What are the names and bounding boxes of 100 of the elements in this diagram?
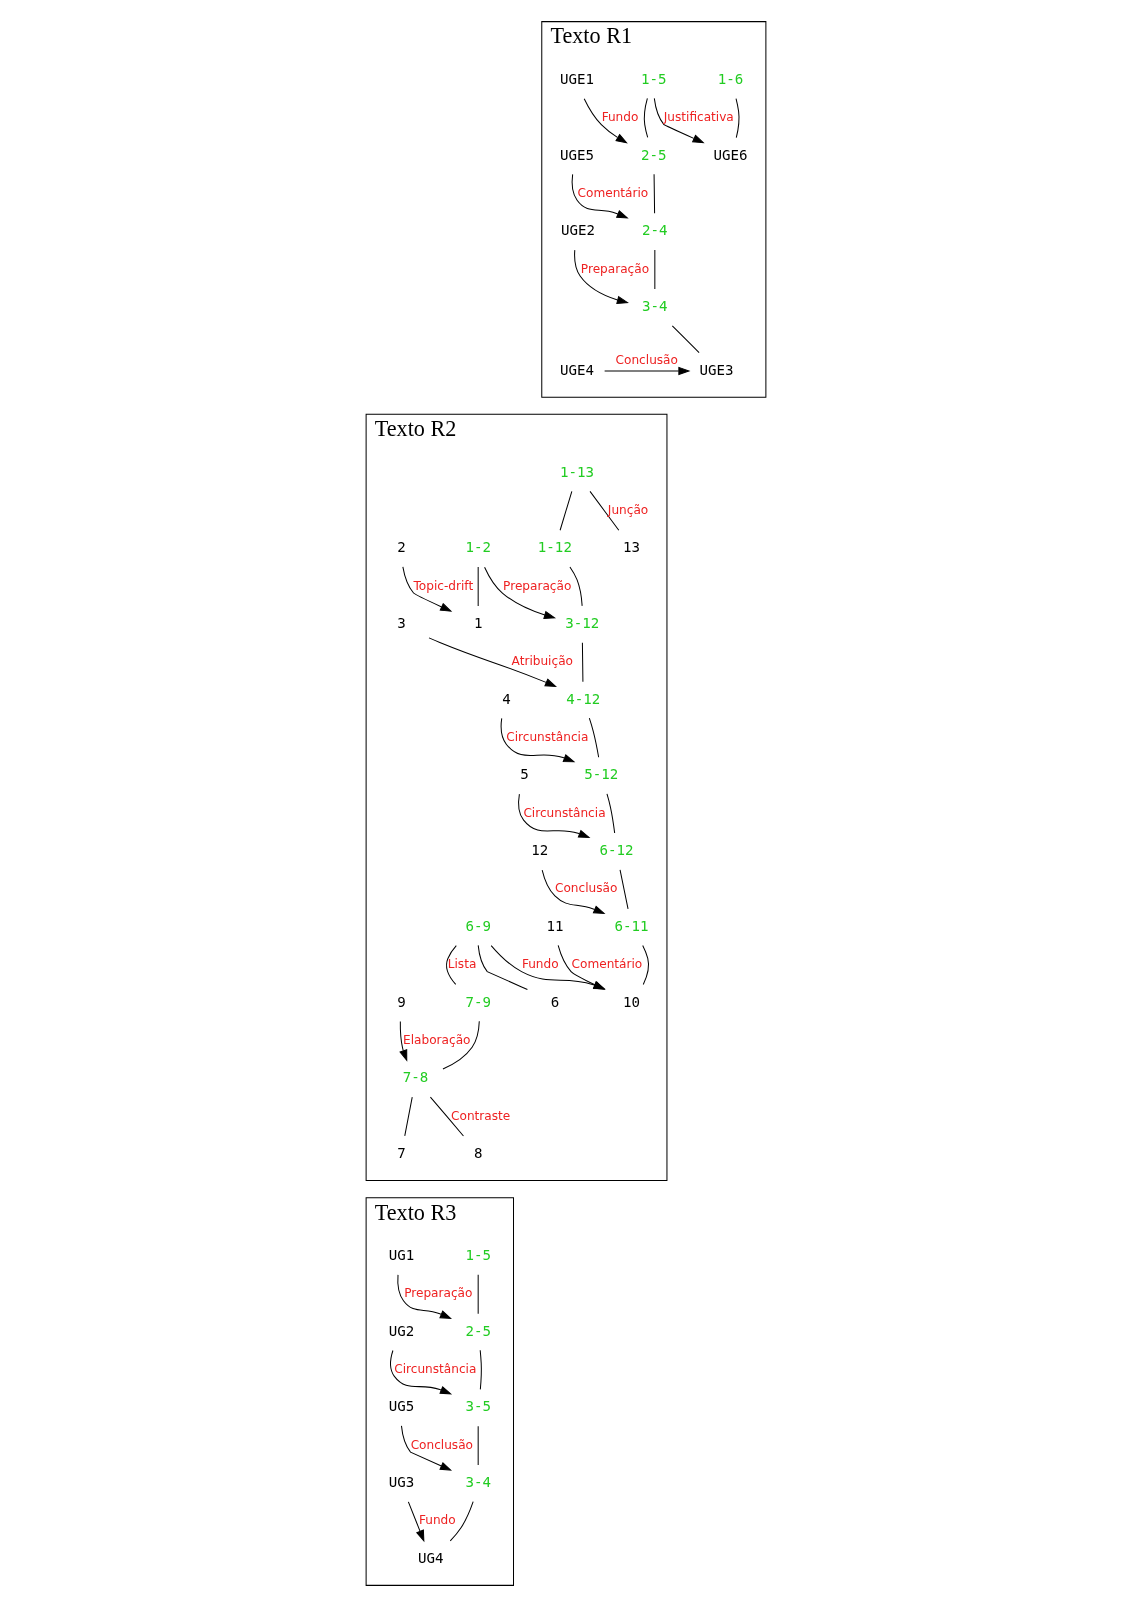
node-text: 7-9: [464, 993, 491, 1010]
edge-label: Preparação: [403, 1286, 472, 1301]
connector: [643, 97, 648, 138]
node-text: 2-4: [641, 222, 668, 239]
arrow: [500, 717, 575, 763]
edge-label: Lista: [447, 957, 476, 972]
node-text: 13: [622, 539, 640, 556]
node-text: 6: [550, 993, 559, 1010]
connector: [653, 249, 655, 290]
edge-label: Preparação: [580, 261, 649, 276]
node-text: 6-9: [464, 917, 491, 934]
edge-label: Preparação: [502, 578, 571, 593]
connector: [403, 1096, 413, 1137]
edge-label: Justificativa: [663, 110, 734, 125]
node-text: 6-12: [598, 842, 633, 859]
connector: [479, 1349, 482, 1390]
node-text: UGE1: [559, 70, 594, 87]
node-text: UGE2: [560, 222, 595, 239]
connector: [606, 793, 615, 834]
arrow: [541, 869, 605, 915]
connector: [477, 566, 479, 607]
arrow: [401, 566, 452, 612]
edge-label: Circunstância: [393, 1361, 476, 1376]
connector: [671, 325, 700, 354]
arrow: [583, 98, 628, 144]
edge-label: Junção: [607, 502, 648, 517]
node-text: 3-5: [464, 1398, 491, 1415]
edge-label: Comentário: [577, 185, 648, 200]
edge-label: Contraste: [450, 1108, 510, 1123]
connector: [653, 173, 655, 214]
node-text: 4: [501, 690, 511, 707]
node-text: UG2: [388, 1322, 414, 1339]
node-text: UG5: [388, 1398, 414, 1415]
node-text: 9: [396, 993, 406, 1010]
node-text: 2: [396, 539, 406, 556]
arrow: [407, 1501, 424, 1543]
node-text: UGE5: [559, 146, 594, 163]
node-text: 5-12: [583, 766, 618, 783]
arrow: [428, 637, 557, 688]
node-text: 3: [396, 615, 406, 632]
arrow: [490, 945, 606, 990]
connector: [559, 490, 572, 531]
arrow: [389, 1350, 452, 1395]
node-text: 1-5: [464, 1247, 491, 1264]
node-text: 7: [396, 1145, 406, 1162]
node-text: 5: [519, 766, 529, 783]
edge-label: Fundo: [521, 957, 559, 972]
node-text: UG1: [388, 1247, 414, 1264]
connector: [477, 1274, 479, 1315]
node-text: 10: [622, 993, 640, 1010]
node-text: 12: [530, 842, 548, 859]
connector: [477, 944, 528, 991]
node-text: 1-2: [464, 539, 491, 556]
node-text: 1-6: [717, 70, 743, 87]
node-text: 3-4: [641, 298, 668, 315]
node-text: 1-5: [640, 70, 667, 87]
connector: [429, 1096, 464, 1137]
connector: [588, 717, 599, 758]
connector: [641, 945, 649, 985]
node-text: UG4: [417, 1549, 443, 1566]
arrow: [396, 1274, 452, 1319]
edge-label: Atribuição: [511, 654, 573, 669]
node-text: 1-12: [537, 539, 572, 556]
node-text: 3-12: [564, 615, 599, 632]
edge-label: Circunstância: [505, 730, 588, 745]
arrow: [571, 173, 629, 219]
node-text: 1: [473, 615, 482, 632]
node-text: UGE3: [698, 361, 733, 378]
edge-label: Elaboração: [402, 1032, 470, 1047]
edge-label: Circunstância: [522, 805, 606, 820]
connector: [735, 98, 740, 139]
edge-label: Fundo: [601, 110, 638, 125]
node-text: 7-8: [402, 1069, 428, 1086]
arrow: [557, 944, 606, 990]
node-text: UGE4: [559, 361, 594, 378]
connector: [449, 1501, 474, 1542]
node-text: 8: [473, 1145, 482, 1162]
connector: [477, 1425, 479, 1466]
node-text: 1-13: [559, 463, 594, 480]
arrow: [517, 793, 590, 838]
edge-label: Conclusão: [410, 1437, 473, 1452]
node-text: 4-12: [565, 690, 600, 707]
edge-label: Conclusão: [554, 881, 617, 896]
connector: [619, 869, 629, 910]
connector: [445, 945, 457, 985]
connector: [581, 642, 583, 683]
arrow: [483, 566, 556, 619]
node-text: 2-5: [464, 1322, 491, 1339]
node-text: 6-11: [614, 917, 649, 934]
edge-label: Fundo: [418, 1513, 456, 1528]
node-text: UGE6: [713, 146, 748, 163]
node-text: 3-4: [464, 1474, 491, 1491]
arrow: [603, 366, 690, 376]
connector: [441, 1020, 480, 1070]
node-text: 11: [545, 917, 563, 934]
node-text: 2-5: [640, 146, 667, 163]
edge-label: Comentário: [571, 957, 642, 972]
connector: [589, 490, 619, 531]
arrow: [398, 1020, 407, 1062]
arrow: [653, 97, 705, 144]
